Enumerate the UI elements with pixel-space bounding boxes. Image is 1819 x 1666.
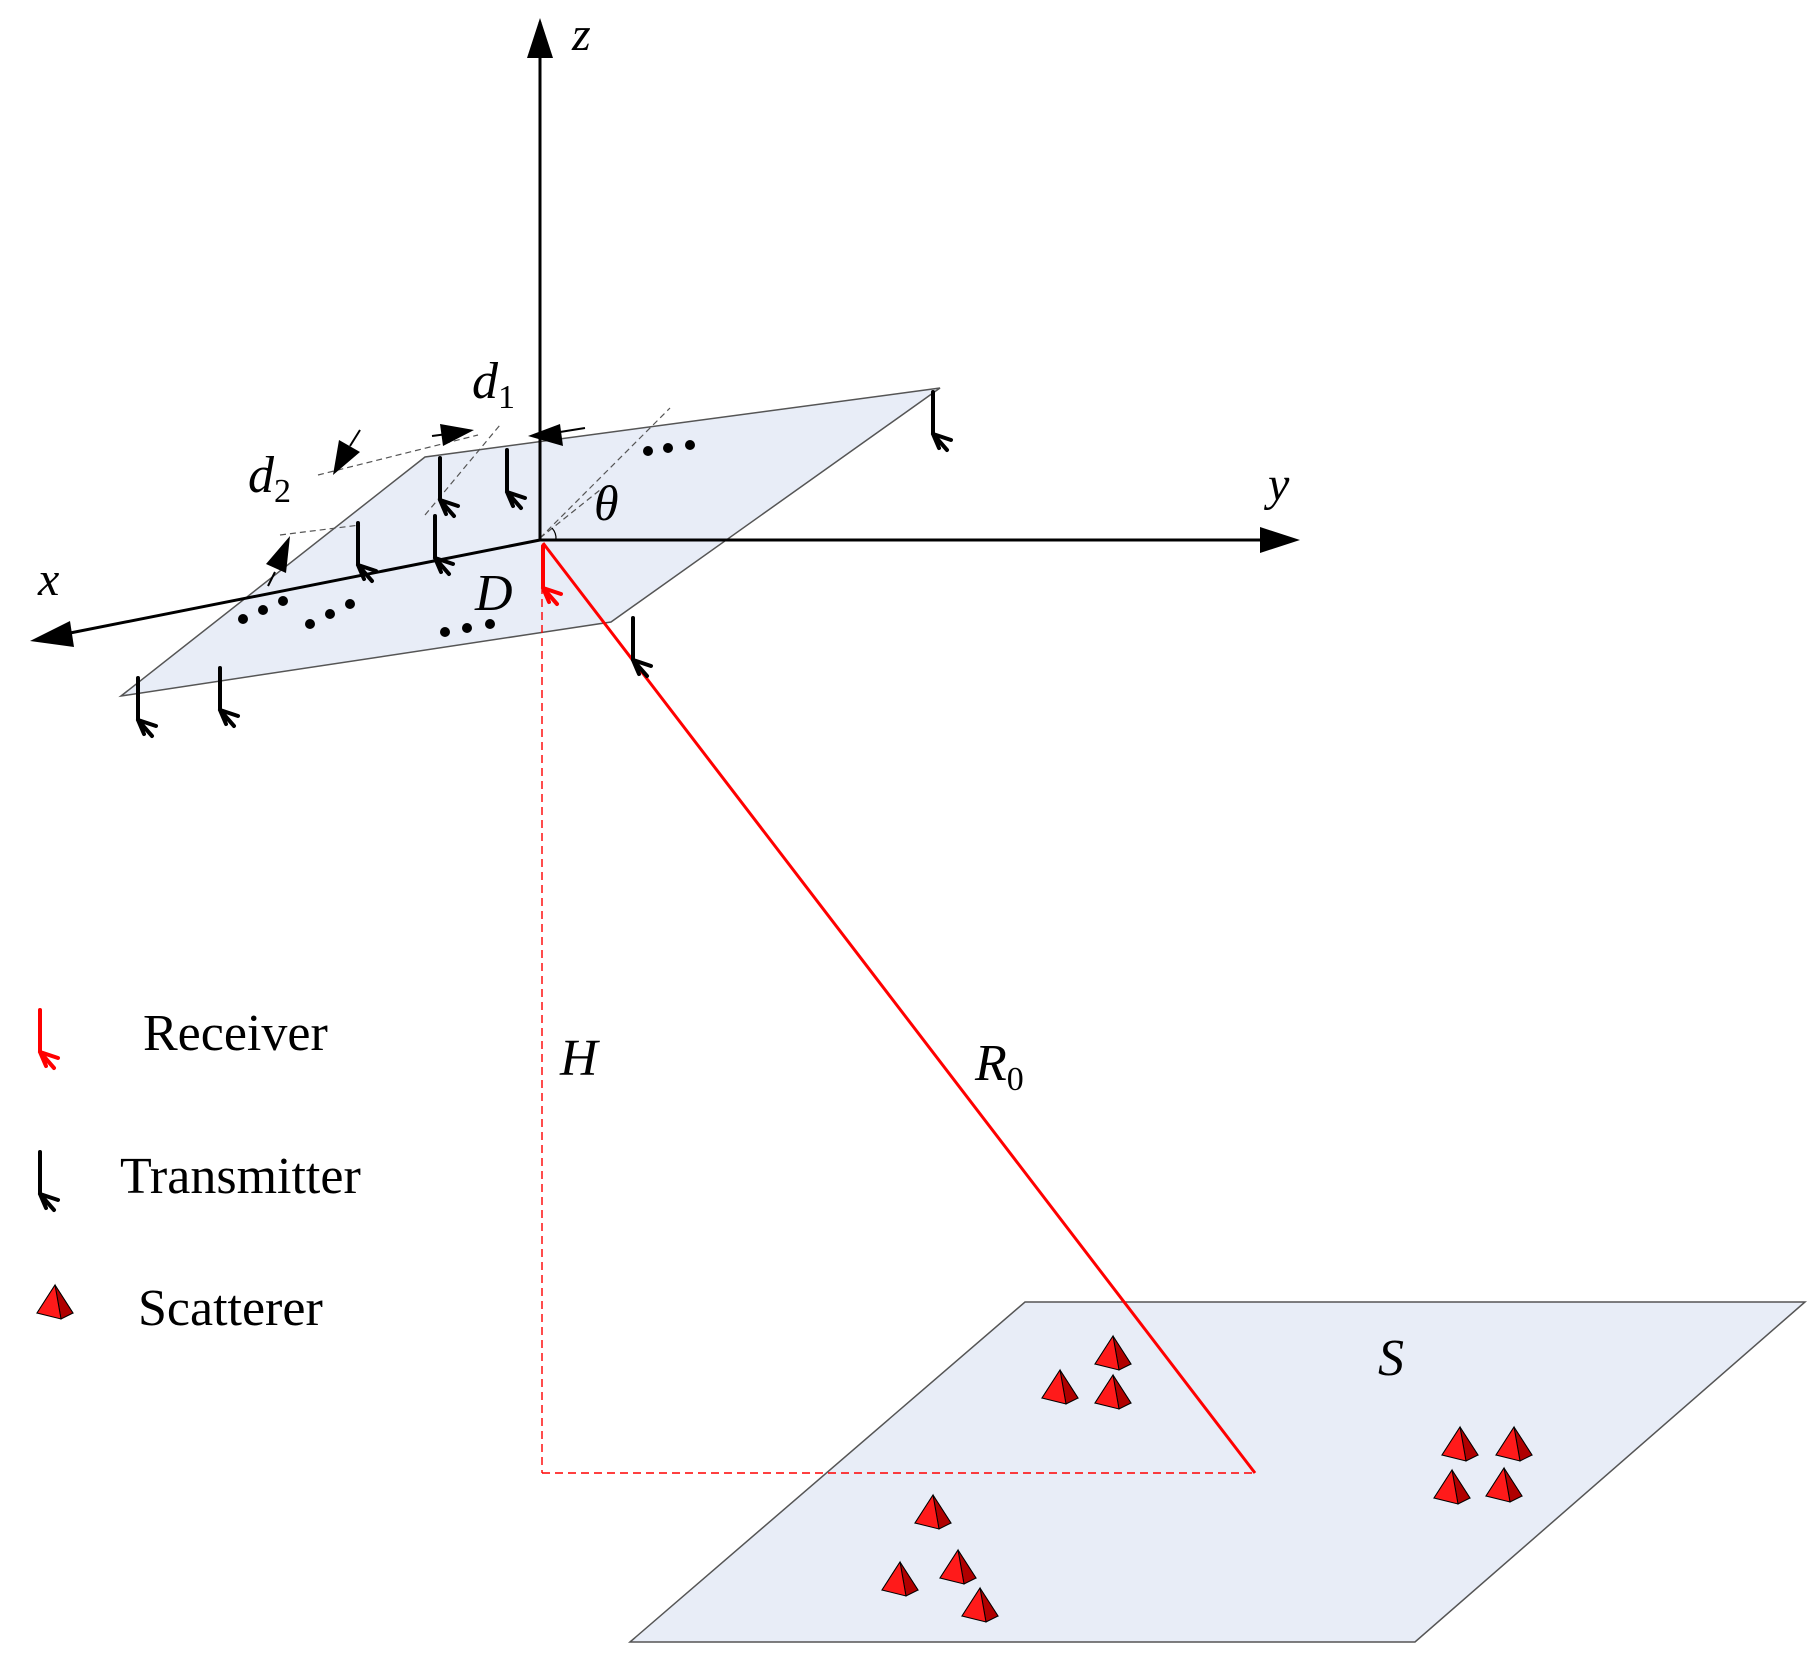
height-projection-lines — [541, 560, 1255, 1474]
theta-label: θ — [594, 475, 619, 531]
transmitter-antenna-icon — [931, 390, 953, 452]
z-axis-arrowhead — [527, 18, 553, 58]
legend-scatterer-label: Scatterer — [138, 1280, 323, 1337]
scatterer-pyramid-icon — [36, 1284, 74, 1320]
d2-label: d2 — [248, 447, 291, 510]
transmitter-antenna-icon — [631, 616, 653, 678]
scene-plane — [627, 1301, 1808, 1643]
y-axis-label: y — [1263, 458, 1290, 511]
d1-spacing-arrows — [431, 424, 586, 446]
ellipsis-dots — [238, 440, 695, 637]
legend-receiver-label: Receiver — [143, 1005, 328, 1062]
theta-arc — [551, 527, 557, 541]
y-axis-arrowhead — [1260, 527, 1300, 553]
transmitter-antenna-icon — [38, 1150, 60, 1212]
receiver-antenna-icon — [38, 1008, 60, 1070]
d1-label: d1 — [472, 353, 515, 416]
z-axis-label: z — [571, 8, 591, 61]
d2-spacing-arrows — [266, 429, 361, 587]
H-label: H — [559, 1030, 600, 1087]
x-axis-label: x — [37, 553, 59, 606]
spacing-guide-lines — [279, 407, 671, 539]
legend-transmitter-label: Transmitter — [120, 1148, 361, 1205]
x-axis — [64, 538, 541, 636]
slant-range-line — [541, 542, 1257, 1474]
x-axis-arrowhead — [30, 621, 74, 647]
R0-label: R0 — [974, 1035, 1024, 1098]
legend: Receiver Transmitter Scatterer — [36, 1005, 361, 1337]
D-label: D — [474, 565, 513, 622]
S-label: S — [1378, 1330, 1404, 1387]
